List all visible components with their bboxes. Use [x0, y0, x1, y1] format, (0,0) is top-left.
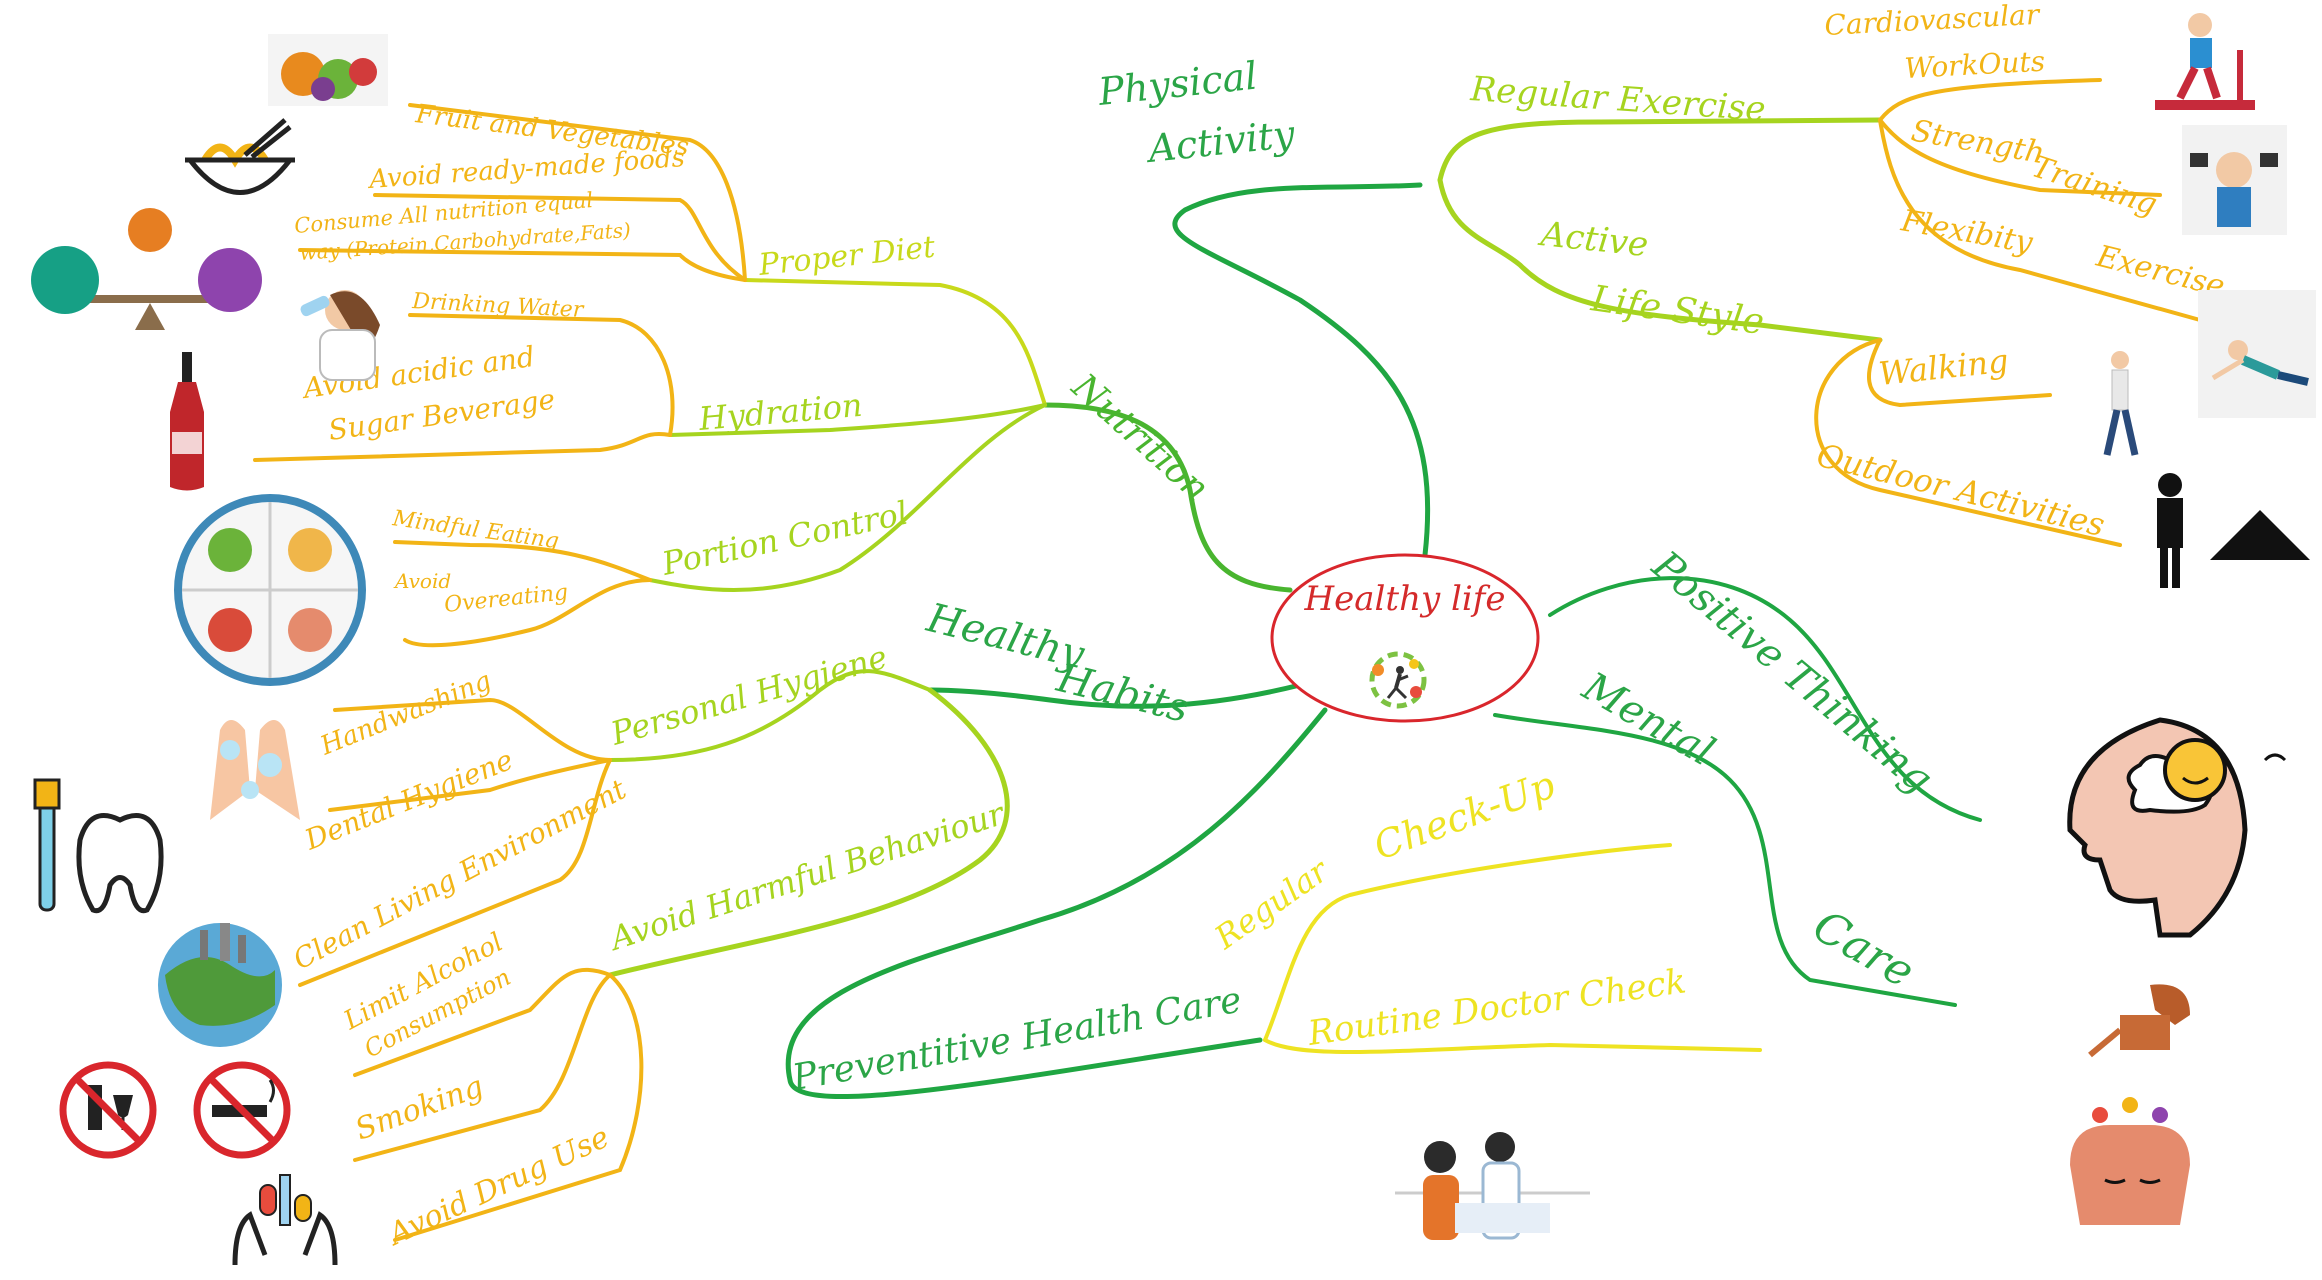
branch-physical-line1: Physical — [1095, 54, 1259, 115]
portion-label: Portion Control — [658, 494, 911, 583]
connector-proper-diet — [743, 278, 1047, 407]
branch-nutrition: Nutrition — [1063, 366, 1217, 510]
proper-diet-label: Proper Diet — [756, 230, 938, 284]
connector-smoking — [353, 973, 612, 1162]
overeat-line1: Avoid — [393, 569, 451, 593]
tooth-brush-icon — [33, 778, 164, 914]
watering-head-icon — [2070, 984, 2190, 1225]
connector-alcohol — [353, 968, 612, 1077]
connector-regular-exercise — [1437, 117, 1883, 183]
cardio-line2: WorkOuts — [1904, 45, 2046, 85]
stretching-woman-icon — [2198, 290, 2316, 418]
branch-mental-line1: Mental — [1574, 663, 1722, 775]
active-line2: Life Style — [1588, 278, 1767, 343]
connector-clean — [298, 758, 612, 987]
connector-positive — [1548, 576, 1982, 822]
happy-head-icon — [2067, 717, 2287, 938]
walking-man-icon — [2103, 351, 2139, 456]
handwashing-icon — [210, 720, 300, 820]
drug-hands-icon — [232, 1174, 338, 1266]
connector-portion — [648, 403, 1047, 592]
checkup-label: Check-Up — [1368, 763, 1561, 869]
soda-bottle-icon — [170, 352, 204, 491]
dental-label: Dental Hygiene — [299, 743, 517, 857]
camping-hiker-icon — [2157, 473, 2310, 588]
active-line1: Active — [1536, 214, 1650, 265]
connector-hydration — [668, 403, 1047, 437]
drinking-label: Drinking Water — [411, 289, 586, 323]
regular-checkup-label: Regular — [1207, 851, 1336, 958]
drug-label: Avoid Drug Use — [381, 1120, 615, 1254]
harmful-label: Avoid Harmful Behaviour — [603, 794, 1010, 959]
no-alcohol-icon — [59, 1061, 157, 1159]
treadmill-runner-icon — [2155, 13, 2255, 110]
connector-hygiene — [608, 669, 932, 762]
cardio-line1: Cardiovascular — [1824, 0, 2042, 42]
connector-routine — [1263, 1038, 1762, 1054]
balanced-plate-icon — [174, 494, 366, 686]
connector-drug — [393, 973, 644, 1242]
outdoor-label: Outdoor Activities — [1813, 436, 2109, 544]
doctor-patient-icon — [1395, 1132, 1590, 1240]
vegetables-icon — [268, 34, 388, 106]
center-node[interactable]: Healthy life — [1270, 553, 1540, 723]
earth-environment-icon — [158, 923, 282, 1047]
center-ring — [1270, 553, 1540, 723]
macronutrient-balance-icon — [31, 208, 262, 330]
smoking-label: Smoking — [351, 1069, 488, 1148]
overeat-line2: Overeating — [443, 580, 569, 618]
dumbbell-man-icon — [2182, 125, 2287, 235]
connector-physical — [1172, 182, 1431, 558]
branch-preventive: Preventitive Health Care — [788, 979, 1244, 1099]
connector-dental — [328, 758, 612, 812]
strength-line2: Training — [2028, 149, 2162, 222]
connector-harmful — [607, 687, 1010, 978]
connector-consume — [298, 248, 747, 282]
connector-outdoor — [1814, 338, 2122, 547]
branch-habits-line2: Habits — [1052, 655, 1194, 732]
runner-food-icon — [1369, 651, 1427, 709]
center-title: Healthy life — [1304, 579, 1506, 619]
connector-drinking — [408, 313, 675, 437]
branch-physical-line2: Activity — [1143, 112, 1297, 171]
connector-nutrition — [1042, 402, 1293, 593]
connector-flex — [1878, 118, 2202, 322]
avoid-ready-label: Avoid ready-made foods — [366, 143, 685, 195]
connector-preventive — [785, 707, 1328, 1100]
connector-mindful — [393, 540, 652, 582]
connector-habits — [927, 682, 1303, 709]
connector-active-lifestyle — [1437, 177, 1883, 343]
walking-label: Walking — [1877, 342, 2010, 393]
connector-fruit — [408, 103, 747, 282]
connector-walking — [1867, 338, 2052, 408]
connector-strength — [1878, 118, 2162, 197]
connector-cardio — [1878, 78, 2102, 122]
connector-acidic — [253, 432, 672, 462]
woman-drinking-water-icon — [300, 290, 380, 381]
handwash-label: Handwashing — [315, 666, 495, 762]
noodle-bowl-icon — [184, 118, 296, 195]
strength-line1: Strength — [1909, 113, 2048, 171]
connector-handwash — [333, 697, 612, 762]
no-smoking-icon — [193, 1061, 291, 1159]
connector-avoid-ready — [373, 193, 747, 282]
connector-mental — [1493, 713, 1957, 1007]
connector-lines — [253, 78, 2202, 1242]
connector-checkup — [1263, 843, 1672, 1042]
connector-overeat — [403, 578, 652, 648]
routine-label: Routine Doctor Check — [1305, 961, 1689, 1054]
